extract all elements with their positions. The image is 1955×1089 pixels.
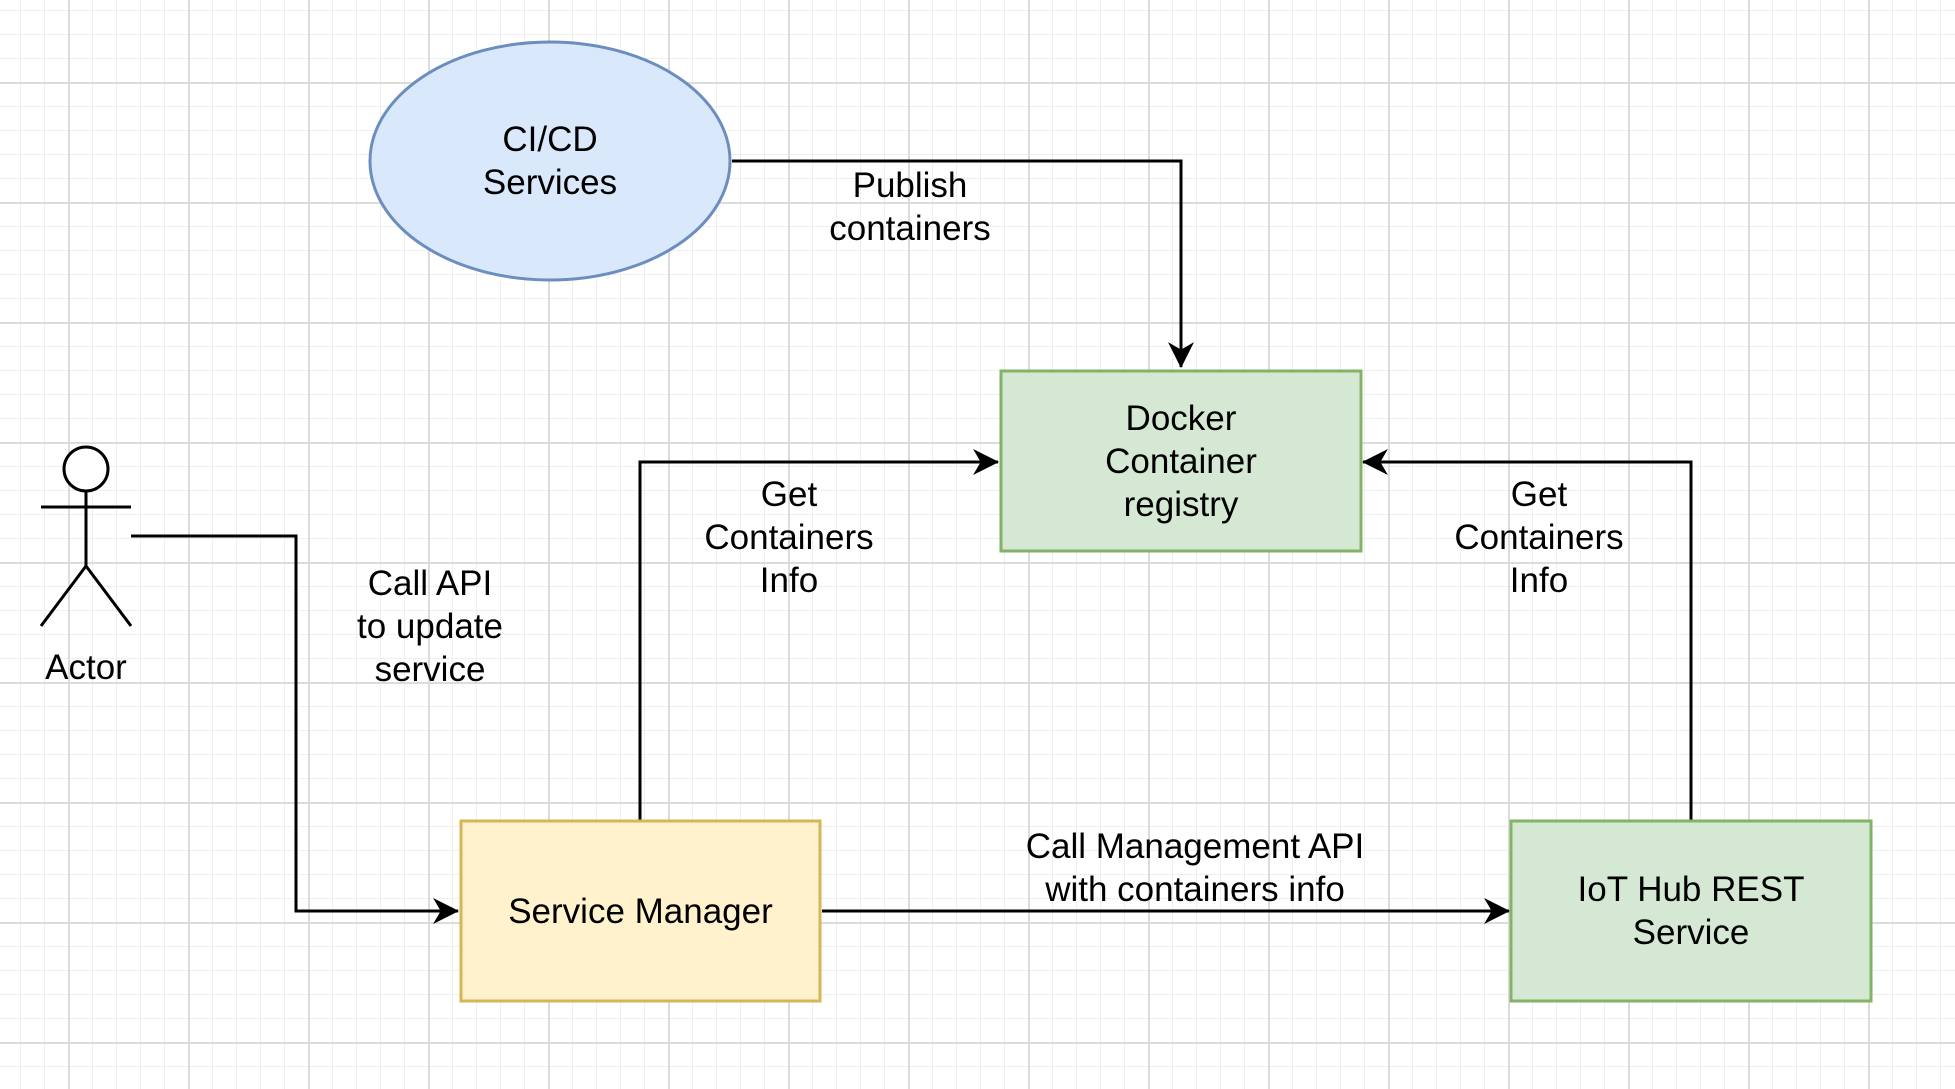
service-manager-node[interactable] <box>459 819 822 1003</box>
actor-leg-left <box>39 565 88 627</box>
actor-head <box>62 445 110 493</box>
call-management-api-label: Call Management API with containers info <box>1025 827 1365 909</box>
service-manager-label: Service Manager <box>508 891 773 931</box>
iot-hub-node[interactable] <box>1509 819 1873 1003</box>
docker-registry-node[interactable] <box>999 369 1363 553</box>
publish-containers-label: Publish containers <box>829 166 991 248</box>
cicd-services-node[interactable] <box>368 40 732 282</box>
get-containers-info-left-label: Get Containers Info <box>704 474 874 600</box>
edge-publish <box>732 159 1194 369</box>
iot-hub-label: IoT Hub REST Service <box>1577 870 1805 952</box>
get-containers-info-right-label: Get Containers Info <box>1454 474 1624 600</box>
edge-get-info-left <box>638 449 1000 820</box>
actor-label: Actor <box>45 647 127 687</box>
actor-figure[interactable] <box>39 445 133 627</box>
edge-get-info-right <box>1361 449 1693 820</box>
docker-registry-label: Docker Container registry <box>1105 398 1257 524</box>
call-api-label: Call API to update service <box>357 563 503 689</box>
edge-call-api <box>131 534 460 924</box>
actor-leg-right <box>84 565 133 627</box>
cicd-services-label: CI/CD Services <box>482 120 618 202</box>
